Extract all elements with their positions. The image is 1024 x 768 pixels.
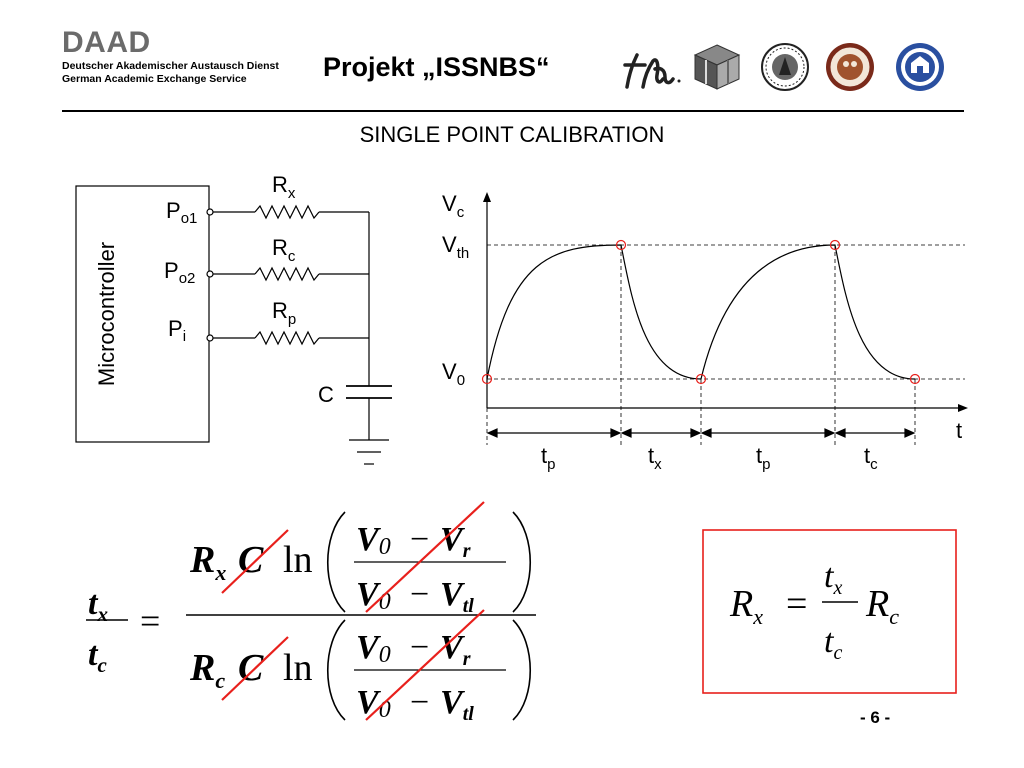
svg-text:Vtl: Vtl [440,576,474,617]
resistor-p-label: Rp [272,298,296,328]
event-marker [615,239,627,251]
port-o1-label: Po1 [166,198,197,227]
partner-logos [623,43,944,91]
tc-interval-label: tc [864,443,878,473]
rc-result: Rc [865,583,899,629]
svg-text:V0: V0 [356,521,391,560]
svg-text:Vr: Vr [440,521,471,562]
vc-axis-label: Vc [442,191,465,221]
svg-text:Vtl: Vtl [440,684,474,725]
derivation-equation: tx tc = Rx C ln V0 − Vr V0 − Vtl Rc C ln… [86,501,536,725]
seal-logo-3 [896,43,944,91]
event-marker [695,373,707,385]
svg-text:−: − [410,521,429,558]
resistor-x-label: Rx [272,172,296,202]
header-divider [62,110,964,112]
equals-sign: = [140,601,160,641]
rx-result: Rx [729,583,763,629]
page-number: - 6 - [860,708,891,727]
charge-discharge-waveform [481,192,968,445]
circuit-diagram [75,185,392,465]
seal-logo-2 [826,43,874,91]
tp-interval-label: tp [756,443,770,473]
tx-numerator: tx [88,585,108,626]
v0-label: V0 [442,359,465,389]
microcontroller-box [75,185,210,443]
ln-term: ln [283,539,313,581]
cube-logo [693,44,741,90]
event-marker [481,373,493,385]
rc-term: Rc [189,647,225,693]
daad-name-german: Deutscher Akademischer Austausch Dienst [62,60,279,72]
svg-text:Vr: Vr [440,629,471,670]
tc-denominator: tc [88,636,107,677]
port-o2-label: Po2 [164,258,195,287]
svg-text:−: − [410,629,429,666]
cancel-strikes [221,501,485,721]
capacitor-label: C [318,382,334,407]
svg-text:−: − [410,684,429,721]
resistor-c-label: Rc [272,235,296,265]
time-axis-label: t [956,418,962,443]
svg-text:tc: tc [824,623,842,664]
svg-text:tx: tx [824,558,842,599]
ln-term: ln [283,647,313,689]
result-equation-box: Rx = tx tc Rc [702,529,957,694]
daad-name-english: German Academic Exchange Service [62,73,247,85]
c-term: C [238,647,264,689]
microcontroller-label: Microcontroller [94,242,119,386]
slide-title: SINGLE POINT CALIBRATION [359,122,665,147]
project-title: Projekt „ISSNBS“ [323,52,550,82]
tx-interval-label: tx [648,443,662,473]
svg-text:V0: V0 [356,629,391,668]
svg-text:V0: V0 [356,684,391,723]
svg-text:V0: V0 [356,576,391,615]
tp-interval-label: tp [541,443,555,473]
svg-text:−: − [410,576,429,613]
vth-label: Vth [442,232,469,262]
event-marker [909,373,921,385]
port-i-label: Pi [168,316,186,345]
event-marker [829,239,841,251]
seal-logo-1 [761,43,809,91]
svg-text:=: = [786,583,807,625]
th-logo [623,53,681,89]
rx-term: Rx [189,539,226,585]
daad-logo: DAAD [62,26,151,59]
